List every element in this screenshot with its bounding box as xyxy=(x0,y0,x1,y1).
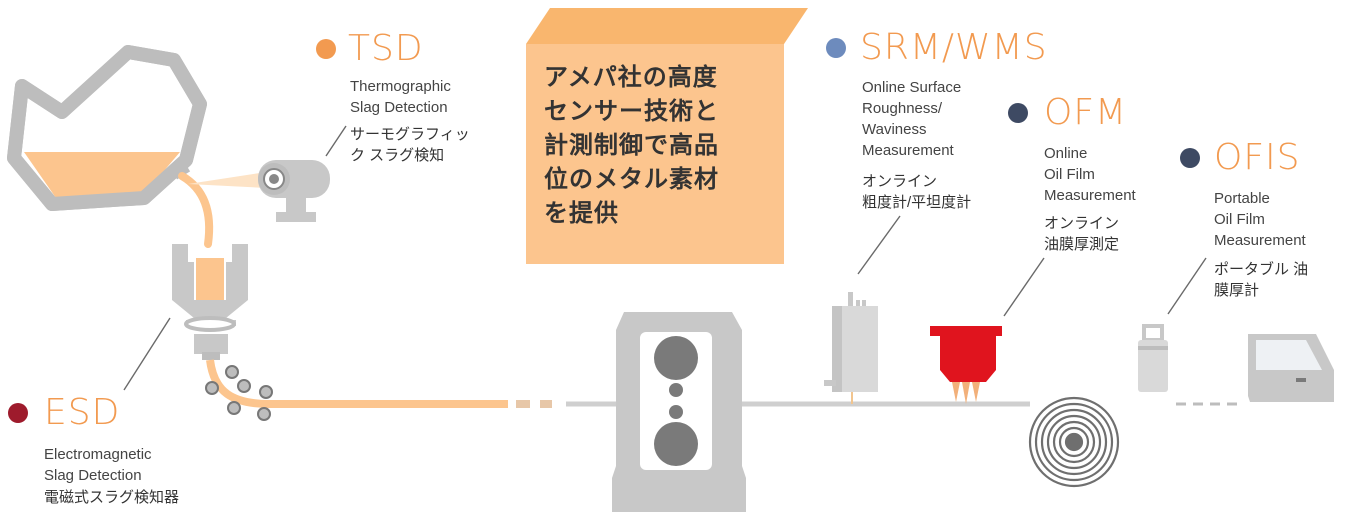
portable-meter xyxy=(1138,324,1168,392)
esd-marker-dot xyxy=(8,403,28,423)
roughness-meter xyxy=(824,292,878,404)
tsd-marker-dot xyxy=(316,39,336,59)
coil xyxy=(1028,396,1120,488)
oil-film-meter xyxy=(930,326,1002,404)
thermal-camera xyxy=(258,160,330,222)
ofm-marker-dot xyxy=(1008,103,1028,123)
ofis-english-label: Portable Oil Film Measurement xyxy=(1214,190,1306,249)
tsd-abbr: TSD xyxy=(348,28,424,69)
tsd-japanese-label: サーモグラフィッ ク スラグ検知 xyxy=(350,126,470,164)
esd-japanese-label: 電磁式スラグ検知器 xyxy=(44,489,180,506)
ofm-english-label: Online Oil Film Measurement xyxy=(1044,145,1136,204)
car-door xyxy=(1248,334,1334,402)
tundish xyxy=(172,244,248,360)
headline-box xyxy=(526,8,808,264)
camera-beam xyxy=(188,172,266,188)
srm-abbr: SRM/WMS xyxy=(860,27,1048,68)
ofis-marker-dot xyxy=(1180,148,1200,168)
esd-english-label: Electromagnetic Slag Detection xyxy=(44,446,152,484)
headline: アメパ社の高度 センサー技術と 計測制御で高品 位のメタル素材 を提供 xyxy=(544,63,719,227)
strand xyxy=(206,359,508,408)
molten-stream xyxy=(178,172,214,248)
tsd-english-label: Thermographic Slag Detection xyxy=(350,78,451,116)
srm-japanese-label: オンライン 粗度計/平坦度計 xyxy=(862,173,972,211)
rolling-mill xyxy=(612,312,746,512)
ofis-abbr: OFIS xyxy=(1214,137,1301,178)
ofm-abbr: OFM xyxy=(1044,92,1128,133)
ladle xyxy=(7,45,207,211)
ofm-japanese-label: オンライン 油膜厚測定 xyxy=(1044,215,1120,253)
srm-english-label: Online Surface Roughness/ Waviness Measu… xyxy=(862,79,962,159)
ofis-japanese-label: ポータブル 油 膜厚計 xyxy=(1214,261,1309,299)
guide-rolls xyxy=(205,365,273,421)
leader-lines xyxy=(123,125,1207,391)
srm-marker-dot xyxy=(826,38,846,58)
esd-abbr: ESD xyxy=(44,392,121,433)
